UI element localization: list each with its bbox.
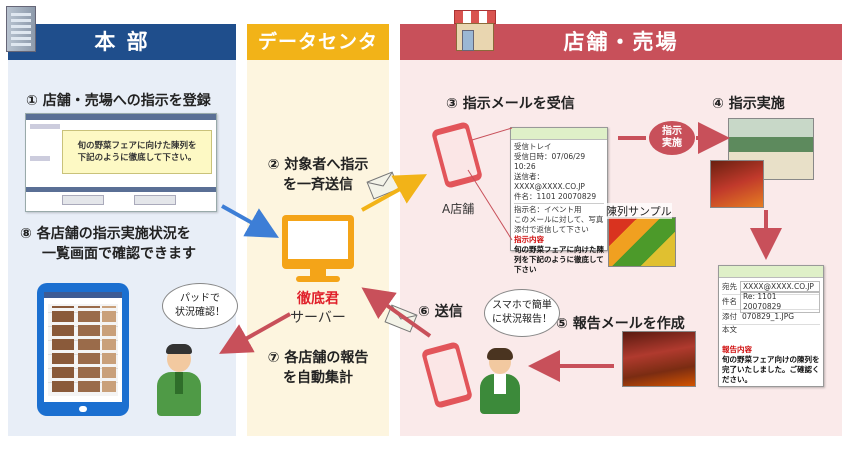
step-3-label: ③ 指示メールを受信 [446,96,575,112]
mail-red-label: 指示内容 [514,235,544,244]
tablet-screen [44,292,122,402]
step-4-label: ④ 指示実施 [712,96,785,112]
step-2-label: ② 対象者へ指示 を一斉送信 [252,155,384,195]
server-label: サーバー [290,310,346,326]
mail-body: 旬の野菜フェアに向けた陳列を下記のように徹底して下さい [514,245,604,274]
action-line1: 指示 [662,126,682,137]
mail-line-4: 指示名：イベント用 [514,205,582,214]
sample-label: 陳列サンプル [606,203,672,219]
received-mail-screen: 受信トレイ 受信日時：07/06/29 10:26 送信者：XXXX@XXXX.… [510,127,608,274]
report-attach-label: 添付 [722,312,737,321]
action-badge: 指示 実施 [649,121,695,155]
mail-line-3: 件名：1101 20070829 [514,192,597,201]
monitor-icon [282,215,354,269]
building-icon [6,6,36,52]
instruction-line2: 下記のように徹底して下さい。 [77,153,197,163]
vegetable-sample-photo [608,217,676,267]
step-8-label: ⑧ 各店舗の指示実施状況を 一覧画面で確認できます [20,224,230,264]
dc-header: データセンタ [247,24,389,60]
produce-shelf-photo [622,331,696,387]
step-8-line2: 一覧画面で確認できます [42,246,196,262]
report-body: 旬の野菜フェア向けの陳列を完了いたしました。ご確認ください。 [722,355,820,384]
arrow-store-to-server [361,287,432,338]
dc-title: データセンタ [257,31,378,53]
instruction-line1: 旬の野菜フェアに向けた陳列を [77,141,197,151]
report-red-label: 報告内容 [722,345,752,354]
hq-title: 本 部 [94,30,150,54]
instruction-text-box: 旬の野菜フェアに向けた陳列を 下記のように徹底して下さい。 [62,130,212,174]
report-body-label: 本文 [722,325,737,334]
phone-bubble-line1: スマホで簡単 [492,300,552,311]
step-1-label: ① 店舗・売場への指示を登録 [26,93,211,109]
pad-bubble-line1: パッドで [180,293,220,304]
store-title: 店舗・売場 [563,30,679,54]
pad-speech-bubble: パッドで 状況確認！ [162,283,238,329]
step-7-line2: を自動集計 [283,370,353,386]
store-staff-icon [478,348,522,416]
store-name: A店舗 [442,202,475,216]
mail-line-2: 送信者：XXXX@XXXX.CO.JP [514,172,585,191]
shop-icon [452,10,496,51]
action-line2: 実施 [662,138,682,149]
step-2-line1: ② 対象者へ指示 [267,157,369,173]
phone-bubble-line2: に状況報告！ [492,314,552,325]
monitor-base [296,276,340,282]
pad-bubble-line2: 状況確認！ [175,307,225,318]
step-5-label: ⑤ 報告メールを作成 [556,316,685,332]
report-subject-value: Re: 1101 20070829 [740,291,820,313]
step-2-line2: を一斉送信 [283,177,353,193]
connector-phone-mail-top [471,127,513,141]
arrow-hq-to-server [221,204,279,238]
step-7-line1: ⑦ 各店舗の報告 [267,350,369,366]
shelf-photo [710,160,764,208]
hq-header: 本 部 [8,24,236,60]
phone-speech-bubble: スマホで簡単 に状況報告！ [484,289,560,337]
hq-manager-icon [155,344,203,418]
connector-phone-mail-bottom [467,169,513,241]
mail-line-5: このメールに対して、写真添付で返信して下さい [514,215,604,234]
mail-line-1: 受信日時：07/06/29 10:26 [514,152,586,171]
tablet-device [37,283,129,416]
step-7-label: ⑦ 各店舗の報告 を自動集計 [252,348,384,388]
step-8-line1: ⑧ 各店舗の指示実施状況を [20,226,191,242]
monitor-stand [310,269,326,277]
report-to-value: XXXX@XXXX.CO.JP [740,281,820,293]
arrow-server-to-store [361,174,428,212]
mail-line-0: 受信トレイ [514,142,552,151]
report-subject-label: 件名 [722,297,737,306]
report-mail-screen: 宛先 XXXX@XXXX.CO.JP 件名 Re: 1101 20070829 … [718,265,824,387]
arrow-server-to-hq [219,312,291,354]
send-mail-envelope-icon [366,171,400,200]
step-6-label: ⑥ 送信 [418,304,463,320]
registration-screen: 旬の野菜フェアに向けた陳列を 下記のように徹底して下さい。 [25,113,217,212]
report-attach-value: 070829_1.JPG [742,312,795,321]
server-name: 徹底君 [297,291,339,307]
report-to-label: 宛先 [722,282,737,291]
